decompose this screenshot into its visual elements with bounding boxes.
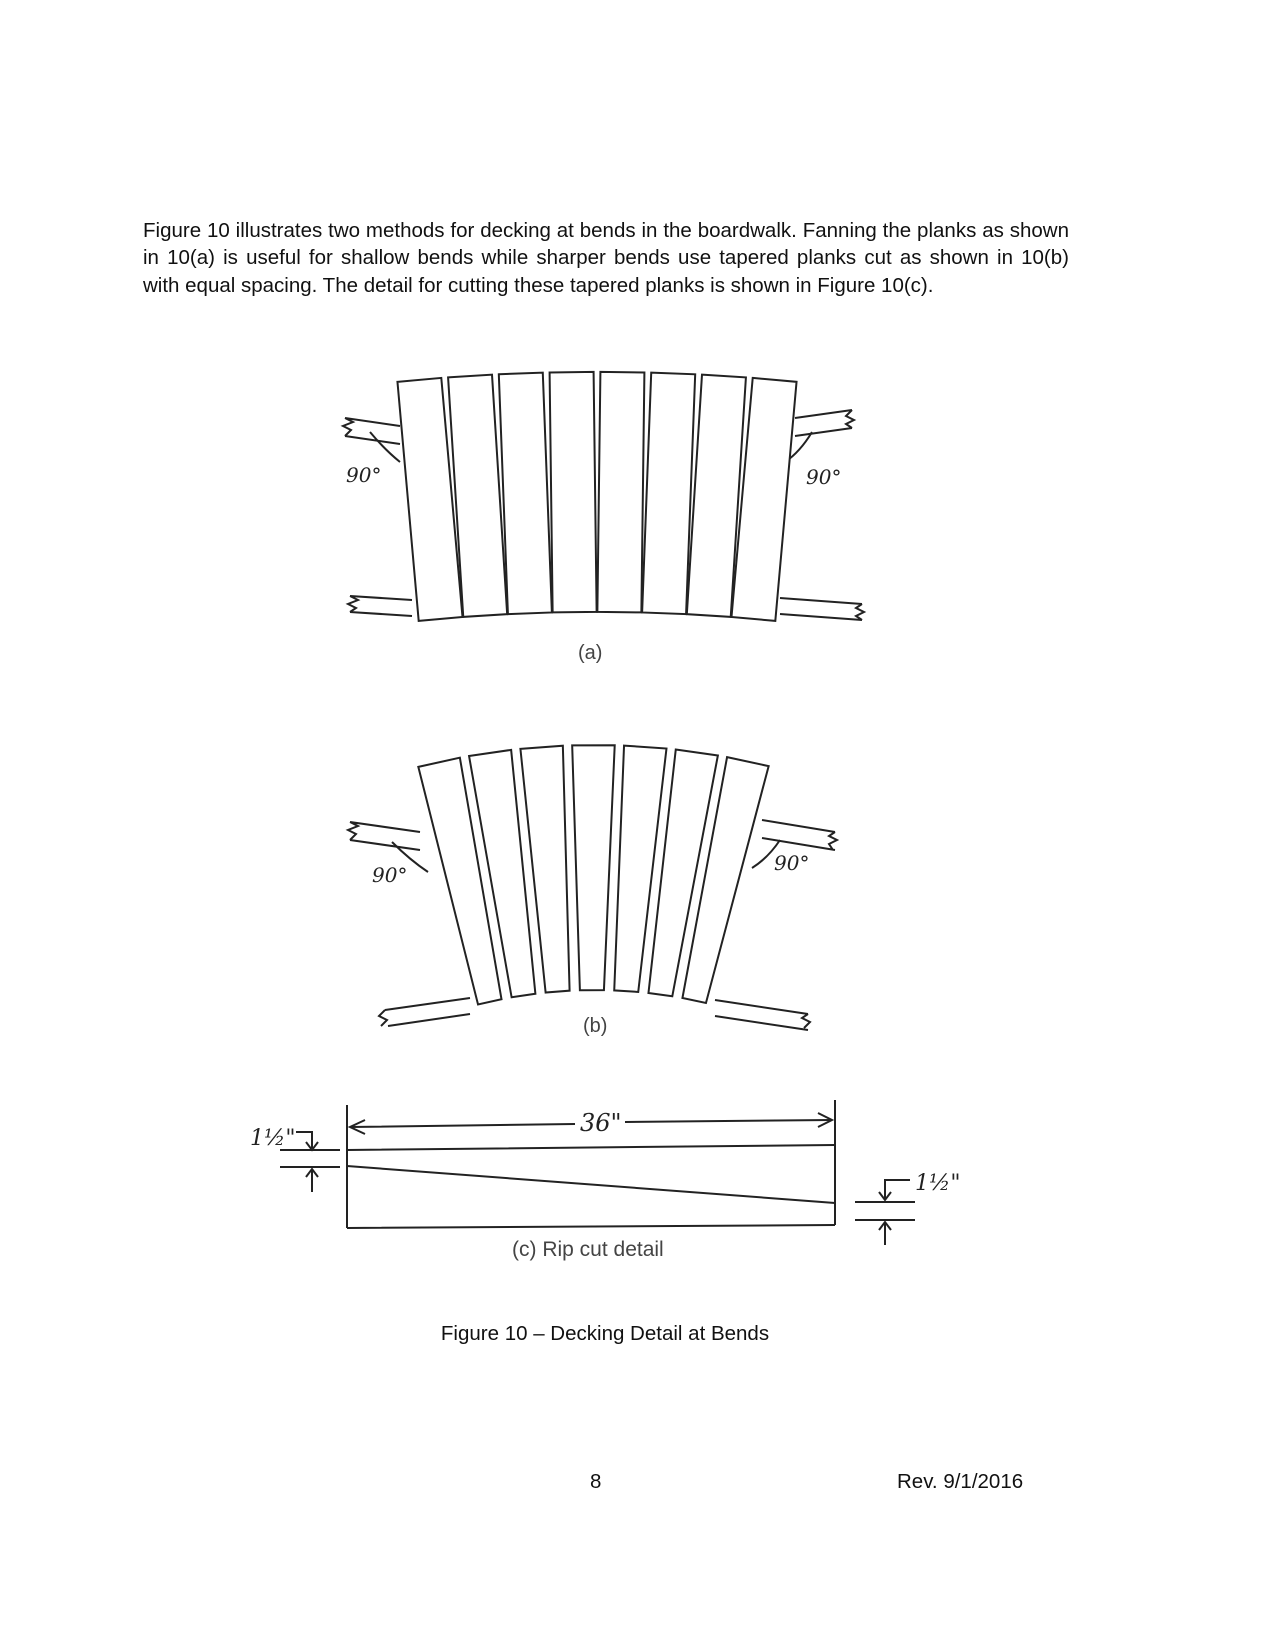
plank-b (417, 756, 503, 1006)
length-label: 36" (580, 1109, 622, 1137)
figure-label-c: (c) Rip cut detail (512, 1238, 664, 1261)
angle-label-b-right: 90° (774, 851, 809, 875)
width-label-left: 1½" (250, 1126, 295, 1151)
joist-b-right-top (761, 819, 840, 851)
figure-caption: Figure 10 – Decking Detail at Bends (440, 1322, 770, 1345)
plank-b (571, 744, 616, 992)
revision-date: Rev. 9/1/2016 (897, 1470, 1024, 1493)
joist-b-left-top (345, 821, 421, 851)
body-paragraph: Figure 10 illustrates two methods for de… (143, 218, 1069, 297)
figure-label-a: (a) (578, 642, 602, 664)
figure-label-b: (b) (583, 1015, 607, 1037)
plank-b (467, 748, 537, 999)
plank-a (497, 371, 553, 616)
angle-arc-b-right (751, 839, 781, 869)
dimension-left-1-5 (280, 1131, 340, 1192)
angle-label-a-left: 90° (346, 463, 381, 487)
angle-arc-a-left (369, 431, 401, 463)
rip-cut-board (346, 1100, 836, 1229)
joist-b-left-bottom (377, 997, 471, 1027)
plank-b (519, 744, 571, 994)
plank-b (613, 744, 668, 994)
joist-a-left-top (340, 417, 401, 445)
joist-a-right-bottom (779, 597, 867, 621)
plank-b (681, 755, 770, 1005)
dimension-right-1-5 (855, 1179, 915, 1245)
plank-a (730, 376, 798, 622)
plank-a (641, 371, 697, 616)
joist-a-right-top (794, 409, 857, 437)
plank-a (596, 370, 646, 614)
plank-a (548, 370, 598, 614)
plank-b (647, 748, 720, 998)
page-number: 8 (590, 1470, 602, 1493)
width-label-right: 1½" (915, 1171, 960, 1196)
angle-label-a-right: 90° (806, 465, 841, 489)
angle-arc-b-left (391, 841, 429, 873)
joist-a-left-bottom (345, 595, 413, 617)
angle-label-b-left: 90° (372, 863, 407, 887)
joist-b-right-bottom (714, 999, 812, 1031)
dimension-36 (347, 1112, 835, 1135)
